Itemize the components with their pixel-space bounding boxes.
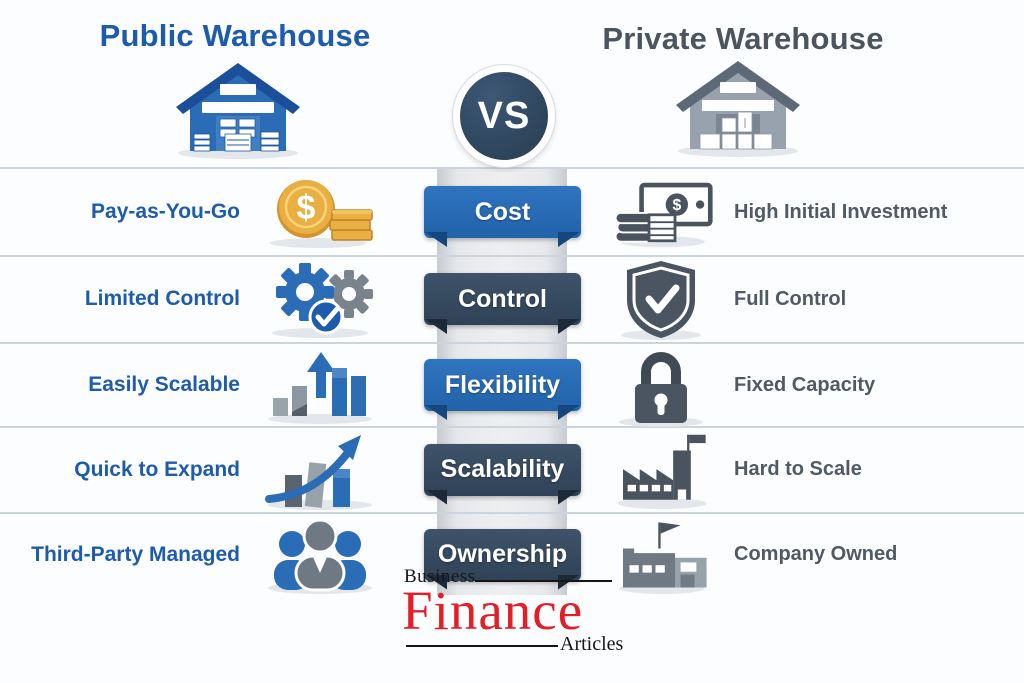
control-public-label: Limited Control [84, 287, 240, 310]
row-divider [0, 167, 1024, 169]
row-flexibility: Easily Scalable Flexibility [0, 343, 1024, 427]
ownership-banner: Ownership [424, 528, 581, 581]
ownership-public-label: Third-Party Managed [31, 542, 240, 566]
flexibility-public-label: Easily Scalable [88, 373, 240, 396]
cost-public-cell: Pay-as-You-Go $ [10, 168, 382, 256]
cost-private-label: High Initial Investment [734, 200, 948, 223]
control-private-cell: Full Control [610, 256, 846, 342]
rising-bars-curve-arrow-icon [258, 429, 382, 511]
logo-business-word: Business [404, 566, 476, 587]
padlock-icon [610, 342, 714, 428]
row-control: Limited Control [0, 256, 1024, 342]
people-group-icon [258, 515, 382, 595]
factory-flag-icon [610, 427, 714, 513]
svg-text:$: $ [672, 197, 681, 214]
growth-bars-up-arrow-icon [258, 345, 382, 425]
cost-banner: Cost [424, 186, 581, 238]
cost-private-cell: $ High Initial Investment [610, 168, 947, 256]
banknote-coin-stack-icon: $ [610, 173, 714, 251]
logo-finance-word: Finance [402, 580, 584, 641]
shield-check-icon [610, 256, 714, 342]
control-public-cell: Limited Control [10, 256, 382, 342]
control-banner: Control [424, 273, 581, 325]
scalability-public-label: Quick to Expand [74, 457, 240, 481]
scalability-banner: Scalability [424, 443, 581, 496]
vs-badge: VS [452, 64, 556, 168]
public-warehouse-icon [176, 63, 300, 159]
private-warehouse-icon [676, 61, 800, 157]
scalability-private-cell: Hard to Scale [610, 427, 862, 512]
ownership-public-cell: Third-Party Managed [10, 513, 382, 596]
ownership-private-label: Company Owned [734, 543, 898, 565]
flexibility-private-label: Fixed Capacity [734, 373, 876, 396]
logo-articles-word: Articles [560, 633, 624, 655]
row-ownership: Third-Party Managed Ownership [0, 513, 1024, 596]
cost-public-label: Pay-as-You-Go [91, 200, 240, 223]
flexibility-private-cell: Fixed Capacity [610, 343, 875, 427]
company-building-flag-icon [610, 512, 714, 598]
svg-text:$: $ [297, 189, 316, 227]
row-divider [0, 255, 1024, 257]
flexibility-banner: Flexibility [424, 359, 581, 411]
scalability-private-label: Hard to Scale [734, 458, 862, 480]
gears-check-icon [258, 258, 382, 340]
row-divider [0, 426, 1024, 428]
flexibility-public-cell: Easily Scalable [10, 343, 382, 427]
ownership-private-cell: Company Owned [610, 513, 897, 596]
row-scalability: Quick to Expand Scalability [0, 427, 1024, 512]
gold-coins-icon: $ [258, 174, 382, 250]
scalability-public-cell: Quick to Expand [10, 427, 382, 512]
public-warehouse-title: Public Warehouse [99, 18, 371, 53]
control-private-label: Full Control [734, 287, 847, 310]
row-cost: Pay-as-You-Go $ Cost [0, 168, 1024, 256]
row-divider [0, 512, 1024, 514]
logo-top-rule [475, 580, 612, 582]
private-warehouse-title: Private Warehouse [602, 21, 884, 56]
logo-bottom-rule [406, 645, 558, 647]
vs-label: VS [460, 72, 548, 160]
row-divider [0, 342, 1024, 344]
